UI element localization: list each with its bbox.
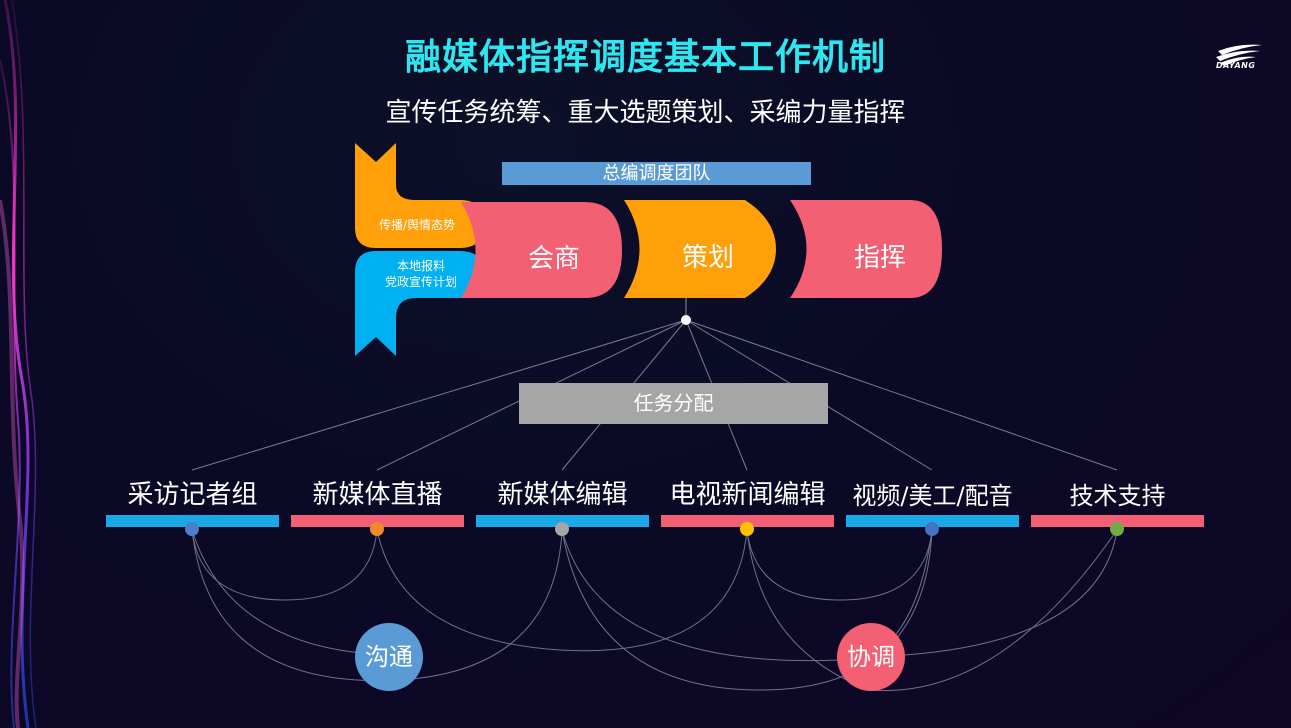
dept-bar-live: [291, 515, 464, 527]
dept-label-live: 新媒体直播: [312, 480, 443, 510]
dept-dot-live: [370, 522, 384, 536]
dept-label-reporters: 采访记者组: [127, 480, 258, 510]
input-label-trend: 传播/舆情态势: [378, 218, 456, 232]
page-subtitle: 宣传任务统筹、重大选题策划、采编力量指挥: [385, 98, 906, 128]
task-assignment-box: 任务分配: [519, 383, 828, 424]
process-step-plan: [624, 200, 776, 298]
dept-dot-tv-news-editing: [740, 522, 754, 536]
process-step-consult: [461, 202, 622, 298]
input-ribbon-top: [355, 143, 484, 248]
logo-text: DAYANG: [1216, 61, 1256, 70]
dept-dot-video-art-voice: [925, 522, 939, 536]
distribution-node: [681, 315, 691, 325]
dept-dot-reporters: [185, 522, 199, 536]
communication-arcs: [191, 529, 1118, 692]
dept-dot-tech-support: [1110, 522, 1124, 536]
dept-bar-reporters: [106, 515, 279, 527]
process-step-command: [790, 200, 942, 298]
dayang-logo-icon: [1216, 44, 1262, 66]
dept-dot-new-media-editing: [555, 522, 569, 536]
dept-label-tv-news-editing: 电视新闻编辑: [669, 480, 826, 510]
input-label-tips: 本地报料: [396, 259, 445, 273]
decorative-light-streaks: [0, 0, 37, 728]
process-label-consult: 会商: [527, 244, 580, 274]
communicate-circle: 沟通: [355, 623, 423, 691]
dept-bar-video-art-voice: [846, 515, 1019, 527]
dept-label-tech-support: 技术支持: [1069, 482, 1166, 510]
process-label-plan: 策划: [681, 243, 734, 273]
dept-label-video-art-voice: 视频/美工/配音: [852, 482, 1013, 510]
page-title: 融媒体指挥调度基本工作机制: [404, 37, 886, 78]
input-ribbon-bottom: [355, 251, 484, 356]
dept-bar-new-media-editing: [476, 515, 649, 527]
editorial-team-bar: 总编调度团队: [502, 162, 811, 185]
dept-label-new-media-editing: 新媒体编辑: [497, 480, 628, 510]
dept-bar-tv-news-editing: [661, 515, 834, 527]
input-label-plan: 党政宣传计划: [384, 275, 457, 289]
coordinate-circle: 协调: [837, 623, 905, 691]
dept-bar-tech-support: [1031, 515, 1204, 527]
process-label-command: 指挥: [853, 243, 906, 273]
